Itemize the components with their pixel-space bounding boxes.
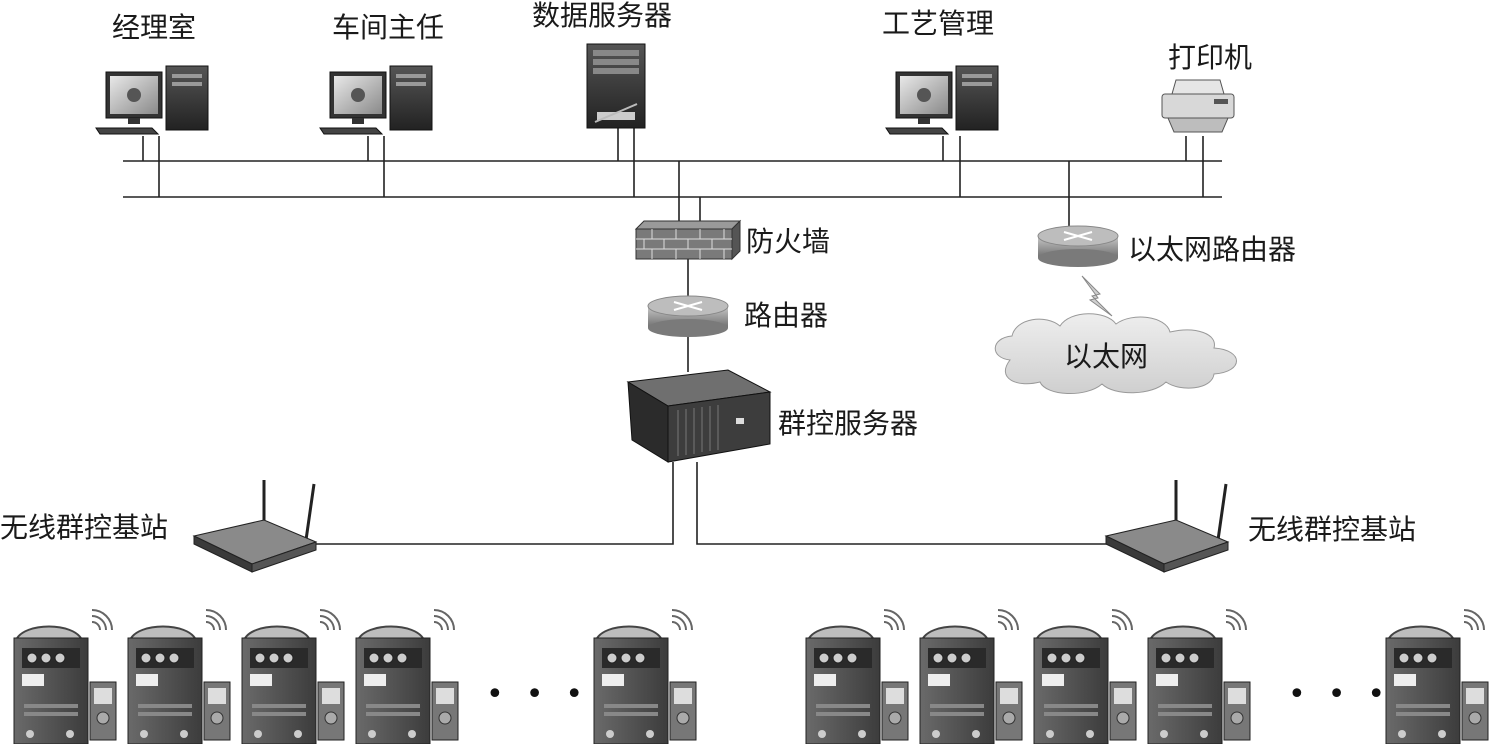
- label-data-server: 数据服务器: [532, 0, 673, 32]
- desktop-computer-icon: [95, 65, 209, 135]
- label-router: 路由器: [744, 299, 829, 332]
- welding-machine-icon: [127, 609, 231, 745]
- label-wireless-base-station-left: 无线群控基站: [0, 511, 169, 544]
- desktop-computer-icon: [885, 65, 999, 135]
- label-process-management: 工艺管理: [882, 7, 995, 40]
- welding-machine-icon: [919, 609, 1023, 745]
- ellipsis-left: •••: [486, 677, 606, 712]
- wireless-link-bolt-icon: [1081, 275, 1113, 317]
- ethernet-router-icon: [1037, 225, 1119, 267]
- welding-machine-icon: [13, 609, 117, 745]
- label-group-control-server: 群控服务器: [778, 407, 919, 440]
- label-manager-office: 经理室: [112, 11, 197, 44]
- label-printer: 打印机: [1168, 41, 1253, 74]
- welding-machine-icon: [1033, 609, 1137, 745]
- server-base-right-link: [696, 462, 1108, 545]
- ellipsis-right: •••: [1288, 677, 1408, 712]
- data-server-icon: [586, 43, 646, 129]
- wireless-ap-icon-right: [1104, 480, 1230, 573]
- wireless-ap-icon-left: [192, 480, 318, 573]
- server-base-left-link: [312, 462, 674, 545]
- router-icon: [647, 295, 729, 337]
- brick-firewall-icon: [634, 219, 742, 261]
- printer-icon: [1161, 79, 1235, 133]
- welding-machine-icon: [805, 609, 909, 745]
- group-control-server-icon: [626, 369, 772, 463]
- label-ethernet-router: 以太网路由器: [1128, 233, 1297, 266]
- desktop-computer-icon: [319, 65, 433, 135]
- label-workshop-director: 车间主任: [332, 11, 445, 44]
- welding-machine-icon: [1147, 609, 1251, 745]
- label-ethernet: 以太网: [1064, 340, 1149, 373]
- welding-machine-icon: [241, 609, 345, 745]
- welding-machine-icon: [1385, 609, 1489, 745]
- lan-bus: [123, 128, 1222, 545]
- welding-machine-icon: [355, 609, 459, 745]
- label-firewall: 防火墙: [746, 225, 831, 258]
- label-wireless-base-station-right: 无线群控基站: [1248, 513, 1417, 546]
- cloud-icon: [994, 313, 1237, 395]
- welding-machine-icon: [593, 609, 697, 745]
